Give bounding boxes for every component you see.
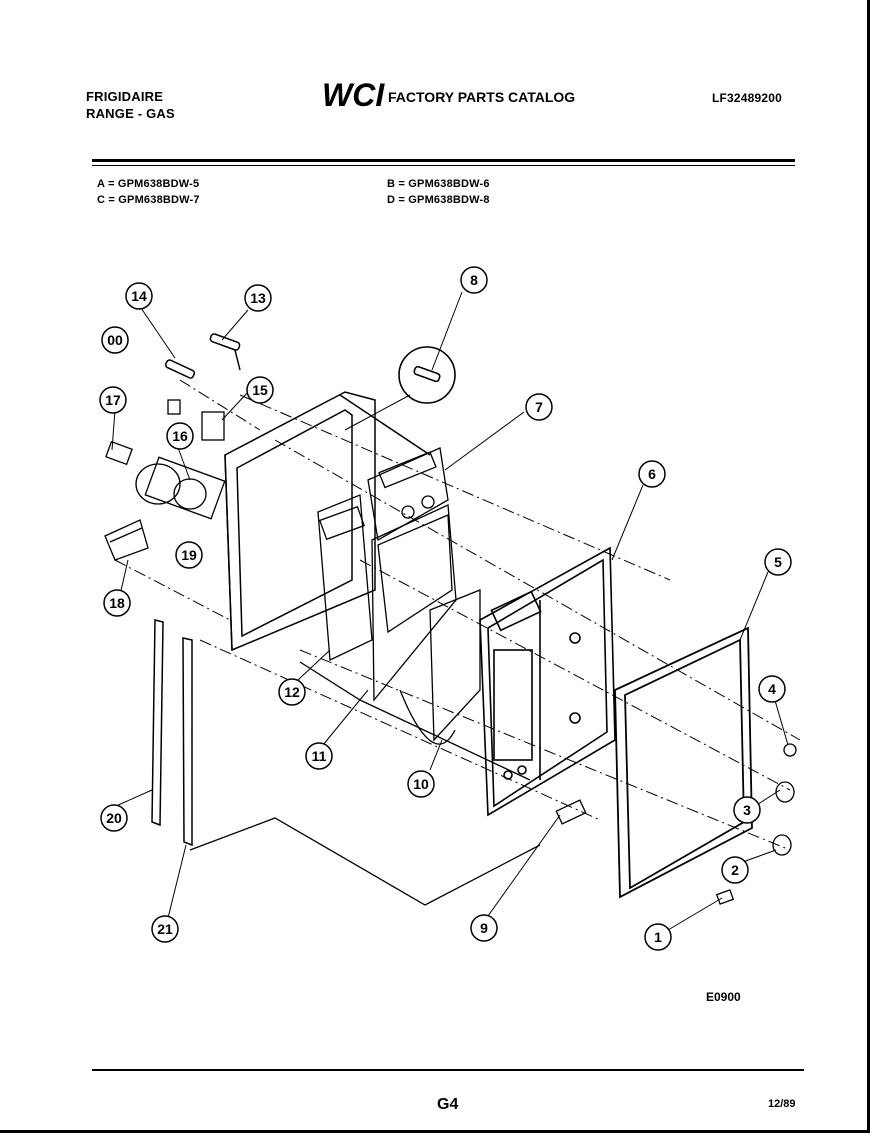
callout-19: 19: [175, 541, 203, 569]
svg-text:4: 4: [768, 681, 776, 697]
part-10-keypad: [371, 504, 481, 745]
catalog-title: FACTORY PARTS CATALOG: [388, 89, 576, 105]
callout-11: 11: [305, 742, 333, 770]
part-12-board: [317, 494, 373, 661]
svg-text:2: 2: [731, 862, 739, 878]
part-9-bracket: [555, 799, 587, 825]
callout-14: 14: [125, 282, 153, 310]
callout-20: 20: [100, 804, 128, 832]
model-b: B = GPM638BDW-6: [387, 178, 490, 190]
svg-text:8: 8: [470, 272, 478, 288]
page-number: G4: [437, 1096, 459, 1113]
svg-text:9: 9: [480, 920, 488, 936]
part-7-display: [367, 447, 449, 542]
part-21-strip: [182, 637, 193, 847]
callout-21: 21: [151, 915, 179, 943]
svg-text:16: 16: [172, 428, 188, 444]
svg-text:13: 13: [250, 290, 266, 306]
callout-16: 16: [166, 422, 194, 450]
callout-6: 6: [638, 460, 666, 488]
svg-text:21: 21: [157, 921, 173, 937]
part-13-sensor: [209, 333, 241, 371]
callout-5: 5: [764, 548, 792, 576]
svg-text:20: 20: [106, 810, 122, 826]
callout-12: 12: [278, 678, 306, 706]
svg-text:3: 3: [743, 802, 751, 818]
callout-3: 3: [733, 796, 761, 824]
callouts: 00 1 2 3 4 5 6 7 8 9 10 11 12 13 14 15 1…: [99, 266, 792, 951]
part-5-frame: [614, 626, 753, 899]
callout-00: 00: [101, 326, 129, 354]
wci-logo-text: WCI: [322, 78, 385, 112]
callout-leaders: [111, 291, 789, 931]
brand-name: FRIGIDAIRE: [86, 89, 164, 104]
svg-text:19: 19: [181, 547, 197, 563]
alignment-lines: [114, 379, 801, 851]
part-18-relay: [104, 519, 149, 561]
catalog-number: LF32489200: [712, 91, 783, 105]
header-rule-bottom: [92, 165, 795, 166]
diagram-code: E0900: [706, 990, 741, 1004]
svg-text:6: 6: [648, 466, 656, 482]
wci-logo: WCI: [322, 78, 385, 112]
part-16-clock: [135, 456, 226, 520]
product-type: RANGE - GAS: [86, 106, 175, 121]
svg-text:18: 18: [109, 595, 125, 611]
callout-7: 7: [525, 393, 553, 421]
leader-bracket: [189, 817, 541, 906]
svg-text:14: 14: [131, 288, 147, 304]
catalog-date: 12/89: [768, 1098, 796, 1110]
svg-text:1: 1: [654, 929, 662, 945]
model-a: A = GPM638BDW-5: [97, 178, 200, 190]
callout-1: 1: [644, 923, 672, 951]
part-15-switch: [167, 399, 225, 441]
svg-text:15: 15: [252, 382, 268, 398]
footer-rule: [92, 1069, 804, 1071]
callout-13: 13: [244, 284, 272, 312]
callout-15: 15: [246, 376, 274, 404]
part-6-panel: [479, 546, 616, 817]
svg-text:10: 10: [413, 776, 429, 792]
control-chassis: [224, 391, 431, 652]
callout-10: 10: [407, 770, 435, 798]
model-c: C = GPM638BDW-7: [97, 194, 200, 206]
part-14-sensor: [164, 359, 196, 379]
callout-2: 2: [721, 856, 749, 884]
part-17-connector: [105, 440, 133, 466]
callout-9: 9: [470, 914, 498, 942]
callout-4: 4: [758, 675, 786, 703]
model-d: D = GPM638BDW-8: [387, 194, 490, 206]
part-20-strip: [151, 619, 164, 827]
svg-text:11: 11: [312, 748, 327, 764]
svg-text:12: 12: [284, 684, 300, 700]
part-8-detail-circle: [398, 346, 456, 404]
svg-text:5: 5: [774, 554, 782, 570]
svg-text:17: 17: [105, 392, 121, 408]
callout-17: 17: [99, 386, 127, 414]
callout-8: 8: [460, 266, 488, 294]
callout-18: 18: [103, 589, 131, 617]
svg-text:00: 00: [107, 332, 123, 348]
svg-text:7: 7: [535, 399, 543, 415]
header-rule-top: [92, 159, 795, 162]
